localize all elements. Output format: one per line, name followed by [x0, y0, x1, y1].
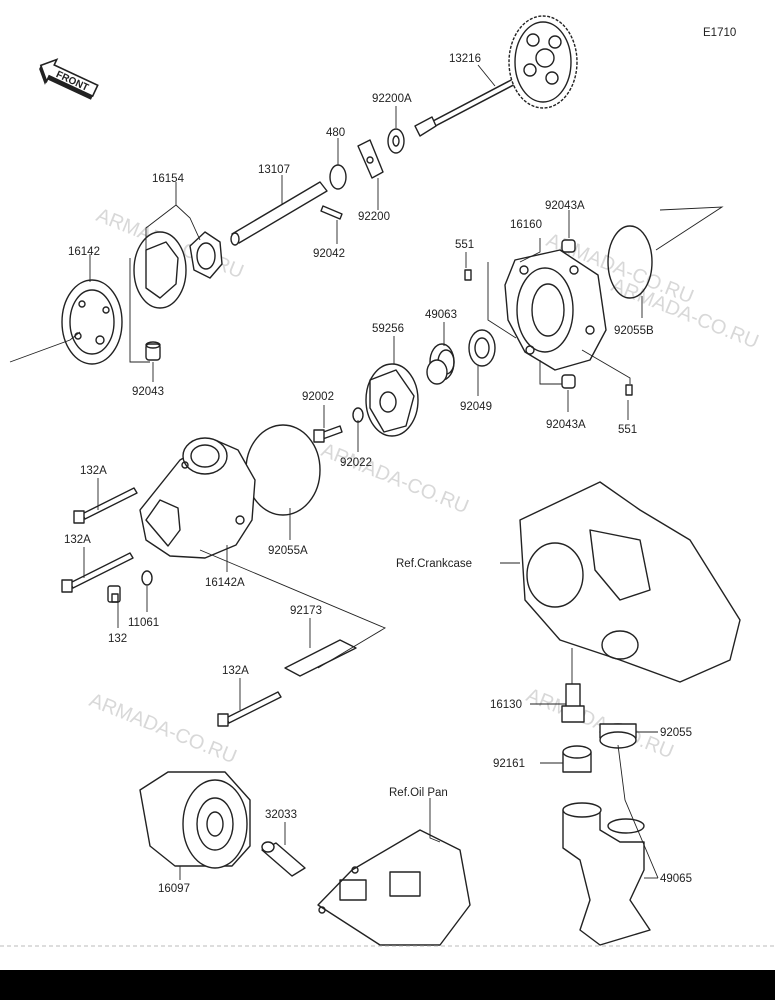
part-551-pin-top: [464, 269, 472, 281]
part-92055-o-ring: [599, 723, 637, 749]
part-92055A-o-ring: [245, 424, 321, 516]
part-13216-gear-shaft: [414, 15, 578, 137]
ref-oil-pan-drawing: [317, 829, 471, 946]
watermark: ARMADA-CO.RU: [318, 439, 472, 518]
part-32033-pipe: [261, 841, 306, 877]
part-551-pin-bottom: [625, 384, 633, 396]
watermark: ARMADA-CO.RU: [86, 689, 240, 768]
label-92042: 92042: [313, 248, 345, 260]
bottom-bar: [0, 970, 775, 1000]
part-132A-bolt-1: [73, 487, 138, 524]
label-32033: 32033: [265, 809, 297, 821]
label-13216: 13216: [449, 53, 481, 65]
ref-crankcase-drawing: [519, 481, 741, 683]
label-92043A-top: 92043A: [545, 200, 585, 212]
part-92049-oil-seal: [468, 329, 496, 367]
label-92022: 92022: [340, 457, 372, 469]
label-92043: 92043: [132, 386, 164, 398]
label-11061: 11061: [128, 617, 159, 629]
part-132A-bolt-3: [217, 691, 282, 727]
label-132A-1: 132A: [80, 465, 107, 477]
part-labels: 13216 92200A 480 13107 16154 92200 92042…: [64, 53, 692, 895]
part-16142A-pump-housing: [139, 437, 256, 559]
label-92173: 92173: [290, 605, 322, 617]
label-16160: 16160: [510, 219, 542, 231]
part-92055B-o-ring: [607, 225, 653, 299]
label-16142: 16142: [68, 246, 100, 258]
label-49065: 49065: [660, 873, 692, 885]
diagram-code: E1710: [703, 27, 736, 39]
label-16130: 16130: [490, 699, 522, 711]
part-13107-shaft: [230, 181, 328, 246]
part-16097-oil-filter: [139, 771, 251, 869]
part-92002-bolt: [313, 425, 343, 443]
label-ref-crankcase: Ref.Crankcase: [396, 558, 472, 570]
part-92042-pin: [320, 205, 343, 220]
label-551-top: 551: [455, 239, 474, 251]
label-16154: 16154: [152, 173, 185, 185]
part-16154-inner-rotor: [189, 231, 223, 279]
label-92002: 92002: [302, 391, 334, 403]
label-92161: 92161: [493, 758, 525, 770]
part-92200A-washer: [387, 128, 405, 154]
part-92022-washer: [352, 407, 364, 423]
part-92043A-dowel-bottom: [561, 374, 576, 389]
label-92200A: 92200A: [372, 93, 412, 105]
label-13107: 13107: [258, 164, 290, 176]
label-480: 480: [326, 127, 345, 139]
part-49065-oil-strainer: [562, 802, 651, 946]
leader-lines: [9, 64, 724, 880]
label-49063: 49063: [425, 309, 457, 321]
label-ref-oil-pan: Ref.Oil Pan: [389, 787, 448, 799]
part-59256-impeller: [365, 363, 419, 437]
part-480-circlip: [329, 164, 347, 190]
front-arrow-icon: FRONT: [39, 58, 99, 100]
label-92055: 92055: [660, 727, 692, 739]
part-92173-clamp: [284, 639, 357, 677]
part-16160-pump-body: [504, 249, 607, 371]
part-11061-washer: [141, 570, 153, 586]
label-16142A: 16142A: [205, 577, 245, 589]
label-132A-2: 132A: [64, 534, 91, 546]
label-92049: 92049: [460, 401, 492, 413]
label-92055A: 92055A: [268, 545, 308, 557]
label-16097: 16097: [158, 883, 190, 895]
label-92055B: 92055B: [614, 325, 654, 337]
label-92043A-bottom: 92043A: [546, 419, 586, 431]
part-92043A-dowel-top: [561, 239, 576, 253]
part-132-bolt: [107, 585, 121, 603]
part-132A-bolt-2: [61, 552, 134, 593]
label-92200: 92200: [358, 211, 390, 223]
part-16142-pump-cover: [61, 279, 123, 365]
part-92161-collar: [562, 745, 592, 773]
part-16142-outer-rotor: [133, 231, 187, 309]
part-92200-plate: [357, 139, 384, 179]
label-59256: 59256: [372, 323, 404, 335]
part-16130-fitting: [561, 683, 585, 723]
label-132A-3: 132A: [222, 665, 249, 677]
label-551-bottom: 551: [618, 424, 637, 436]
label-132: 132: [108, 633, 127, 645]
part-92043-dowel: [145, 341, 161, 361]
part-49063-mechanical-seal: [426, 343, 455, 385]
